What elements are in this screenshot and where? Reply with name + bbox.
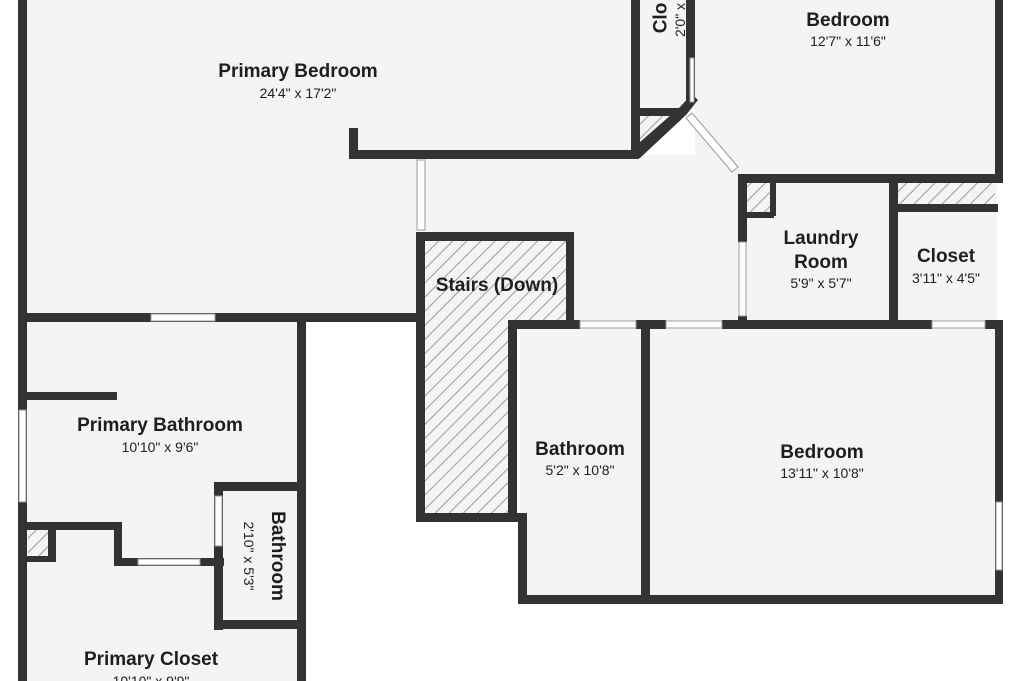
room-closet-top-dims: 2'0" x — [672, 3, 688, 37]
room-closet-right: Closet 3'11" x 4'5" — [912, 246, 980, 286]
room-bathroom-mid: Bathroom 5'2" x 10'8" — [535, 439, 625, 478]
room-name: Bedroom — [806, 10, 889, 31]
room-primary-bedroom: Primary Bedroom 24'4" x 17'2" — [218, 61, 377, 101]
room-name: Bathroom — [535, 439, 625, 460]
stairs-area — [425, 240, 570, 516]
walls — [18, 0, 1003, 681]
room-stairs: Stairs (Down) — [436, 275, 558, 296]
room-dims: 3'11" x 4'5" — [912, 270, 980, 286]
room-name: Primary Bedroom — [218, 61, 377, 82]
room-dims: 5'9" x 5'7" — [790, 275, 851, 291]
chase-laundry — [745, 182, 771, 214]
room-dims: 10'10" x 9'9" — [113, 673, 190, 681]
room-name: Bedroom — [780, 442, 863, 463]
room-dims: 10'10" x 9'6" — [122, 439, 199, 455]
room-bathroom-small-dims: 2'10" x 5'3" — [241, 522, 257, 591]
room-bedroom-top: Bedroom 12'7" x 11'6" — [806, 10, 889, 49]
chase-closet — [897, 182, 995, 206]
room-dims: 12'7" x 11'6" — [810, 33, 886, 49]
room-closet-top: Clo — [651, 3, 672, 34]
room-dims: 2'10" x 5'3" — [241, 522, 257, 591]
chase-bath — [28, 530, 48, 556]
room-name: Stairs (Down) — [436, 275, 558, 296]
room-name-line2: Room — [794, 252, 848, 273]
room-dims: 5'2" x 10'8" — [546, 462, 615, 478]
openings — [18, 57, 1003, 571]
room-name: Bathroom — [267, 511, 288, 601]
room-primary-closet: Primary Closet 10'10" x 9'9" — [84, 649, 219, 681]
room-name: Clo — [651, 3, 672, 34]
room-name-line1: Laundry — [784, 228, 859, 249]
floors — [24, 0, 1000, 681]
room-primary-bathroom: Primary Bathroom 10'10" x 9'6" — [77, 415, 243, 455]
room-dims: 2'0" x — [672, 3, 688, 37]
room-name: Primary Closet — [84, 649, 219, 670]
room-name: Primary Bathroom — [77, 415, 243, 436]
room-bedroom-lower: Bedroom 13'11" x 10'8" — [780, 442, 864, 481]
room-dims: 24'4" x 17'2" — [260, 85, 337, 101]
room-name: Closet — [917, 246, 976, 267]
room-bathroom-small: Bathroom — [267, 511, 288, 601]
room-dims: 13'11" x 10'8" — [780, 465, 864, 481]
room-laundry: Laundry Room 5'9" x 5'7" — [784, 228, 859, 291]
